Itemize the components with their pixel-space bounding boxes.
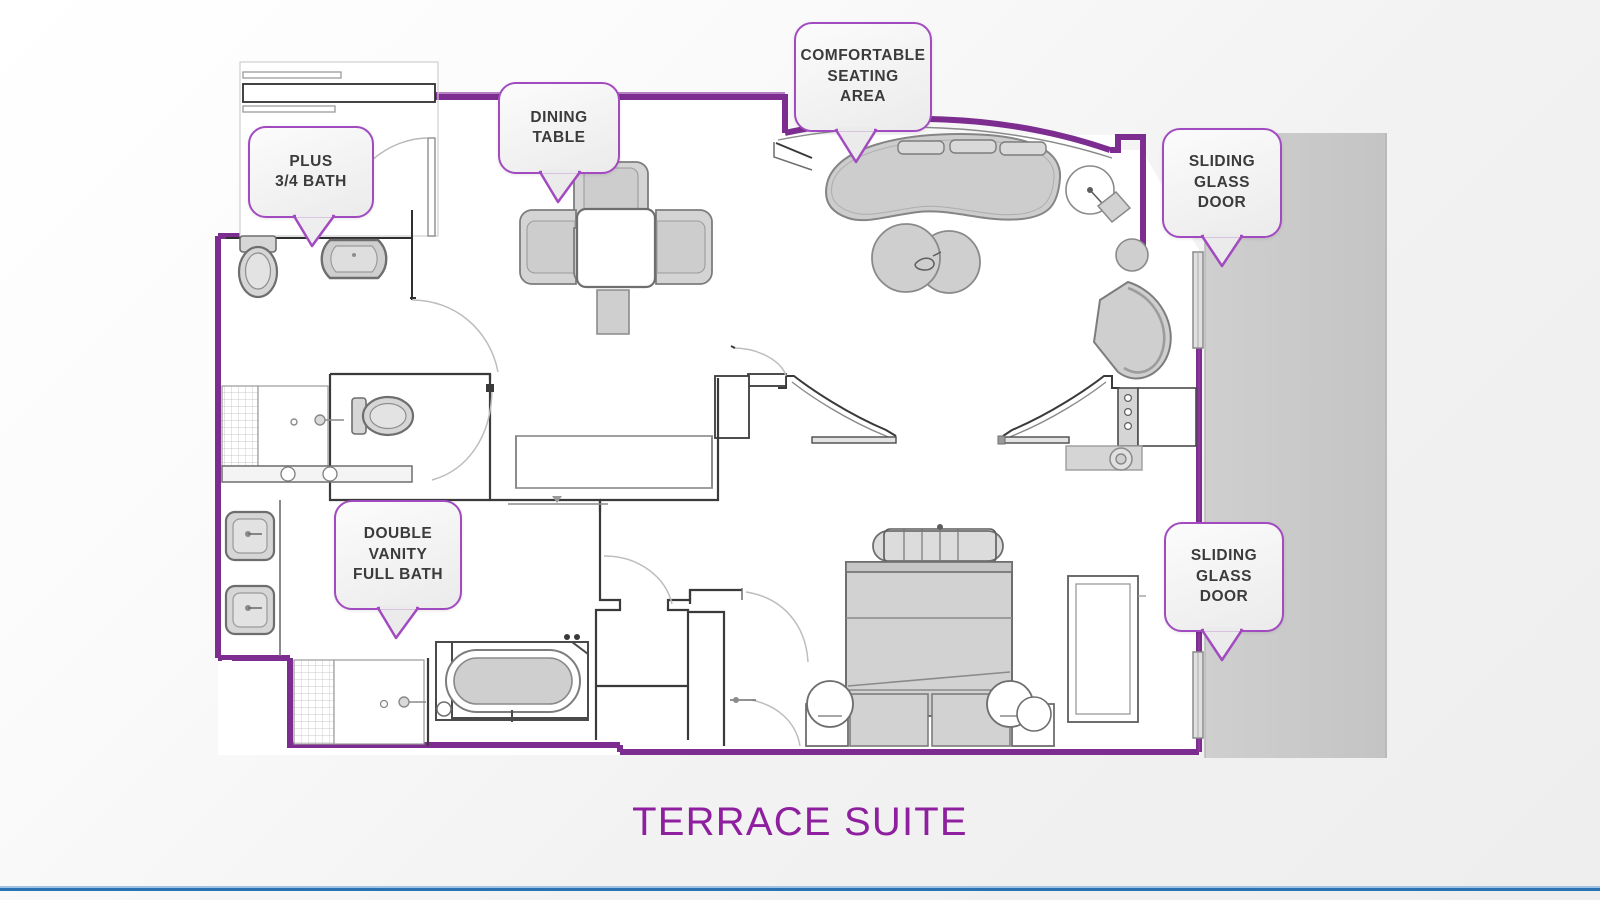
callout-sliding-glass-door-upper[interactable]: SLIDING GLASS DOOR bbox=[1162, 128, 1282, 238]
desk-counter-right bbox=[997, 375, 1197, 471]
bottom-rule-soft bbox=[0, 886, 1600, 888]
dining-table bbox=[575, 207, 657, 289]
callout-label: SLIDING GLASS DOOR bbox=[1188, 153, 1256, 212]
callout-double-vanity-full-bath[interactable]: DOUBLE VANITY FULL BATH bbox=[334, 500, 462, 610]
water-closet-toilet bbox=[351, 395, 415, 437]
nightstand-left bbox=[805, 680, 854, 747]
hall-partitions bbox=[594, 560, 742, 746]
callout-label: DOUBLE VANITY FULL BATH bbox=[352, 525, 444, 584]
curved-sofa bbox=[825, 132, 1062, 222]
dining-chair bbox=[573, 161, 649, 219]
dresser bbox=[1067, 575, 1146, 723]
king-bed bbox=[845, 524, 1013, 747]
callout-dining-table[interactable]: DINING TABLE bbox=[498, 82, 620, 174]
desk-counter-left bbox=[714, 345, 897, 444]
full-bath bbox=[221, 384, 589, 746]
dining-chair bbox=[655, 209, 713, 285]
callout-label: PLUS 3/4 BATH bbox=[275, 152, 347, 190]
living-seating-area bbox=[773, 126, 1172, 380]
entry-foyer bbox=[239, 61, 439, 237]
round-coffee-table bbox=[871, 223, 981, 294]
dining-chair bbox=[519, 209, 577, 285]
nightstand-right bbox=[986, 680, 1055, 747]
sliding-glass-door-lower bbox=[1192, 651, 1204, 739]
double-vanity-sink bbox=[224, 500, 281, 656]
toilet bbox=[237, 235, 279, 299]
callout-label: SLIDING GLASS DOOR bbox=[1190, 547, 1258, 606]
callout-sliding-glass-door-lower[interactable]: SLIDING GLASS DOOR bbox=[1164, 522, 1284, 632]
accent-armchair bbox=[1092, 280, 1172, 380]
oval-bathtub bbox=[435, 634, 589, 722]
dining-table-set bbox=[519, 161, 713, 335]
callout-plus-three-quarter-bath[interactable]: PLUS 3/4 BATH bbox=[248, 126, 374, 218]
callout-comfortable-seating-area[interactable]: COMFORTABLE SEATING AREA bbox=[794, 22, 932, 132]
three-quarter-bath bbox=[226, 210, 499, 373]
floor-lamp bbox=[1065, 165, 1132, 224]
pedestal-sink bbox=[320, 238, 388, 280]
shower-stall bbox=[293, 658, 430, 746]
callout-label: DINING TABLE bbox=[530, 108, 588, 146]
round-side-table bbox=[1115, 238, 1149, 272]
callout-label: COMFORTABLE SEATING AREA bbox=[800, 47, 926, 106]
bottom-rule bbox=[0, 888, 1600, 891]
wardrobe-closet bbox=[508, 435, 713, 505]
sliding-glass-door-upper bbox=[1192, 251, 1204, 349]
page-title: TERRACE SUITE bbox=[632, 800, 968, 844]
